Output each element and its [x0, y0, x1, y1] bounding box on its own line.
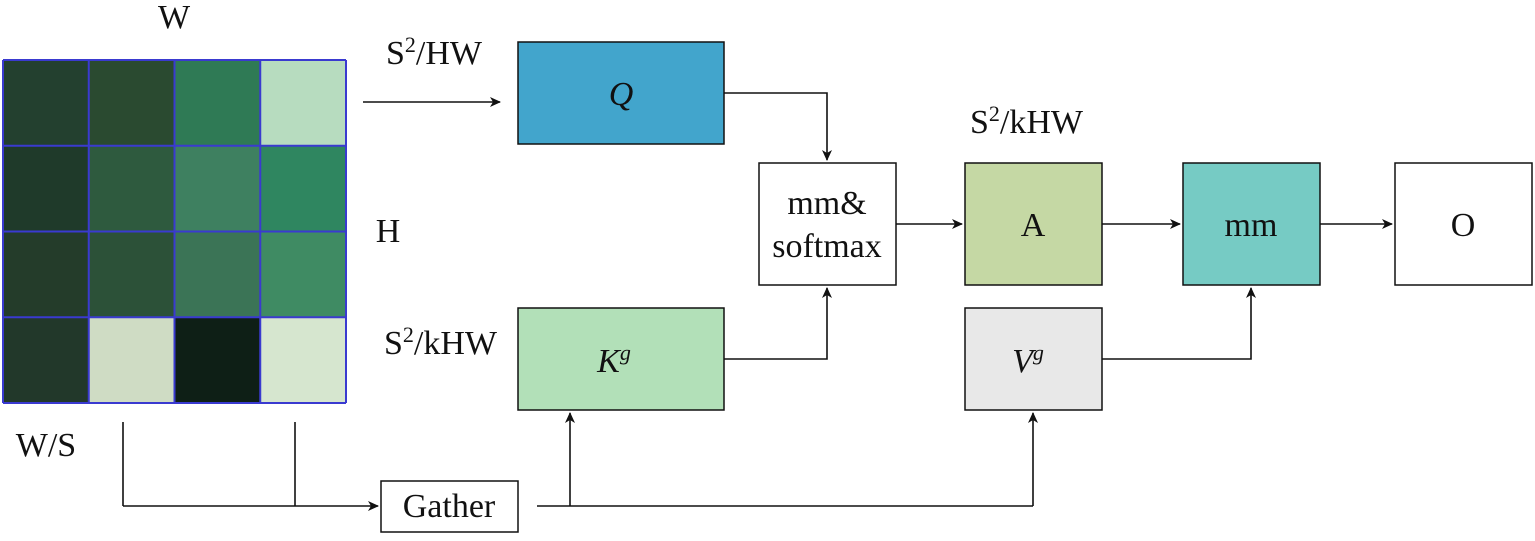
output-label: O — [1451, 207, 1476, 244]
image-patch — [3, 317, 89, 403]
key-gathered-label: Kg — [596, 340, 631, 380]
image-patch — [3, 231, 89, 318]
query-label: Q — [609, 76, 634, 113]
matmul-box — [1182, 162, 1321, 286]
image-patch — [260, 231, 346, 318]
image-patch — [260, 317, 346, 403]
matmul-label: mm — [1225, 207, 1278, 244]
grid-patch-width-label: W/S — [16, 427, 76, 464]
mm-softmax-label-line1: mm& — [787, 185, 866, 222]
k-dimension-label: S2/kHW — [384, 322, 498, 362]
q-dimension-label: S2/HW — [386, 32, 483, 72]
grid-width-label: W — [158, 0, 191, 36]
query-box — [517, 41, 725, 145]
mm-softmax-label-line2: softmax — [772, 228, 882, 265]
image-patch — [88, 231, 175, 318]
image-patch-grid — [3, 60, 346, 403]
gather-box — [380, 480, 519, 533]
value-gathered-box — [964, 307, 1103, 411]
image-patch — [88, 145, 175, 232]
image-patch — [260, 145, 346, 232]
arrow-query-to-mm-softmax — [724, 92, 832, 161]
attention-label: A — [1021, 207, 1046, 244]
image-patch — [174, 317, 261, 403]
output-box — [1394, 162, 1533, 286]
key-gathered-box — [517, 307, 725, 411]
arrow-key-to-mm-softmax — [724, 287, 832, 360]
arrow-value-to-matmul — [1102, 287, 1256, 360]
image-patch — [3, 60, 89, 146]
image-patch — [88, 317, 175, 403]
image-patch — [3, 145, 89, 232]
attention-box — [964, 162, 1103, 286]
gather-label: Gather — [403, 488, 496, 525]
grid-height-label: H — [376, 213, 401, 250]
image-patch — [174, 145, 261, 232]
a-dimension-label: S2/kHW — [970, 101, 1084, 141]
image-patch — [260, 60, 346, 146]
mm-softmax-box — [758, 162, 897, 286]
image-grid-lines — [2, 59, 347, 404]
image-patch — [174, 60, 261, 146]
image-patch — [88, 60, 175, 146]
image-patch — [174, 231, 261, 318]
